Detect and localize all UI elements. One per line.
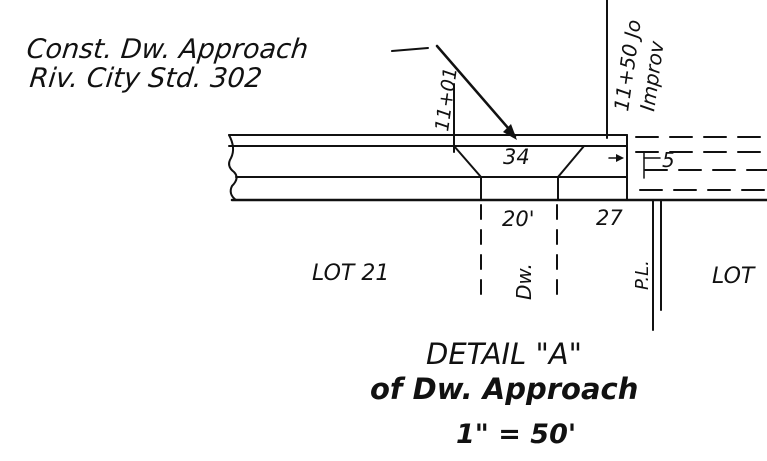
- approach-flare-left: [453, 145, 482, 178]
- bottom-width-label: 20': [502, 207, 535, 231]
- property-line-solid: [652, 199, 662, 311]
- approach-flare-right: [557, 145, 585, 178]
- sidewalk-dim-label: 5: [662, 148, 675, 172]
- note-line-1: Const. Dw. Approach: [25, 34, 310, 65]
- top-width-label: 34: [503, 145, 530, 169]
- detail-scale: 1" = 50': [456, 419, 576, 450]
- detail-subtitle: of Dw. Approach: [370, 372, 638, 406]
- leader-line-short: [391, 47, 429, 52]
- station-left-label: 11+01: [431, 66, 462, 133]
- driveway-label: Dw.: [512, 263, 536, 300]
- property-line-label: P.L.: [632, 260, 653, 290]
- detail-title: DETAIL "A": [426, 337, 582, 371]
- dim-arrow-icon: [616, 154, 624, 162]
- note-line-2: Riv. City Std. 302: [28, 63, 263, 94]
- break-line: [228, 134, 238, 201]
- pl-offset-label: 27: [596, 206, 623, 230]
- lot-right-label: LOT: [712, 264, 756, 289]
- lot-left-label: LOT 21: [312, 261, 389, 286]
- leader-arrow-line: [435, 44, 517, 138]
